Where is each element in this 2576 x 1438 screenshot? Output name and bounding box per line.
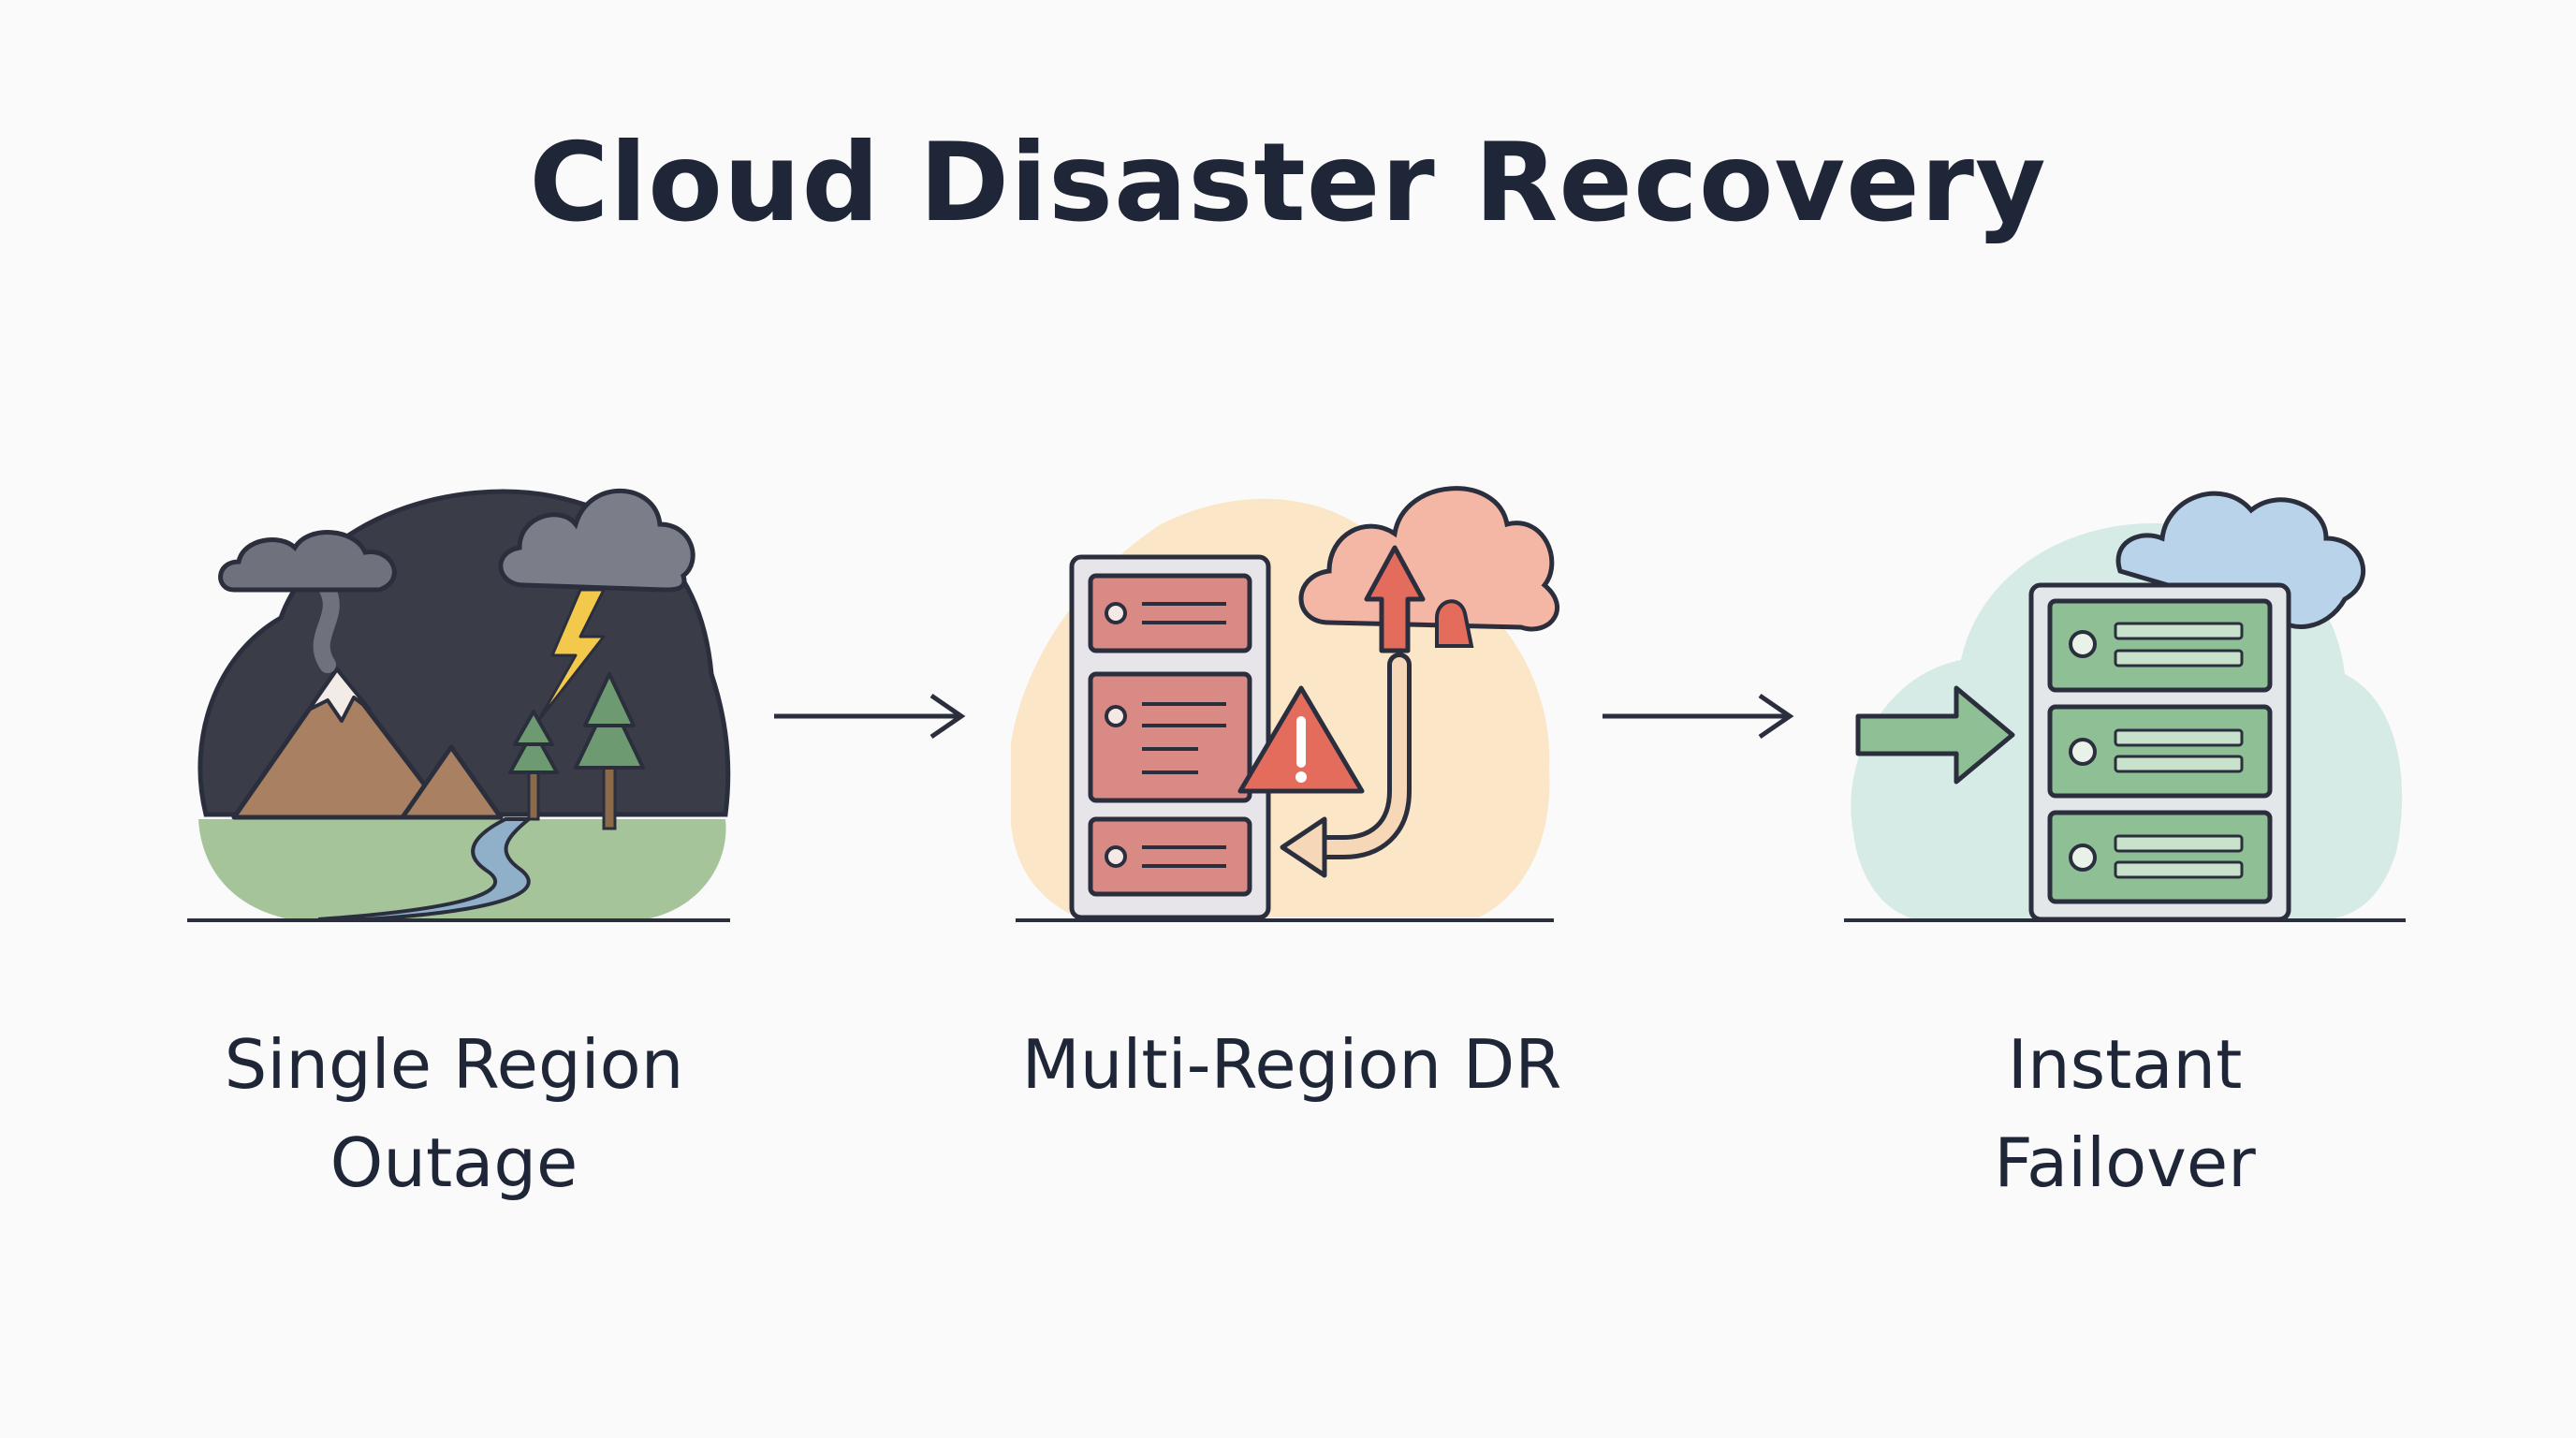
failover-illustration xyxy=(1844,491,2406,922)
failover-arrow-icon xyxy=(1855,685,2015,785)
server-rack-icon xyxy=(1069,554,1271,920)
return-arrow-icon xyxy=(1280,653,1412,878)
step-3-caption: Instant Failover xyxy=(1835,1016,2415,1212)
step-3-label-line1: Instant xyxy=(2007,1025,2243,1104)
pine-tree-icon xyxy=(508,710,559,821)
step-1-label-line2: Outage xyxy=(329,1123,578,1202)
cloud-icon xyxy=(2115,491,2366,630)
lightning-icon xyxy=(536,588,606,723)
smoke-cloud-icon xyxy=(218,530,397,673)
mountain-icon xyxy=(231,667,504,820)
server-rack-icon xyxy=(2028,582,2291,922)
ground xyxy=(198,819,726,919)
cloud-icon xyxy=(1298,486,1559,632)
data-packet-icon xyxy=(1435,599,1474,648)
step-2-caption: Multi-Region DR xyxy=(992,1016,1591,1114)
pine-tree-icon xyxy=(574,672,645,830)
storm-cloud-icon xyxy=(498,488,695,593)
page-title: Cloud Disaster Recovery xyxy=(529,120,2047,246)
step-2-label-line1: Multi-Region DR xyxy=(1021,1025,1562,1104)
warning-icon xyxy=(1237,685,1365,794)
step-3-label-line2: Failover xyxy=(1994,1123,2256,1202)
flow-arrow-icon xyxy=(774,693,966,740)
arrow-up-icon xyxy=(1364,545,1426,653)
outage-illustration xyxy=(187,488,731,922)
step-1-label-line1: Single Region xyxy=(224,1025,684,1104)
step-1-caption: Single Region Outage xyxy=(159,1016,749,1212)
flow-arrow-icon xyxy=(1603,693,1794,740)
multi-region-illustration xyxy=(1011,486,1559,922)
